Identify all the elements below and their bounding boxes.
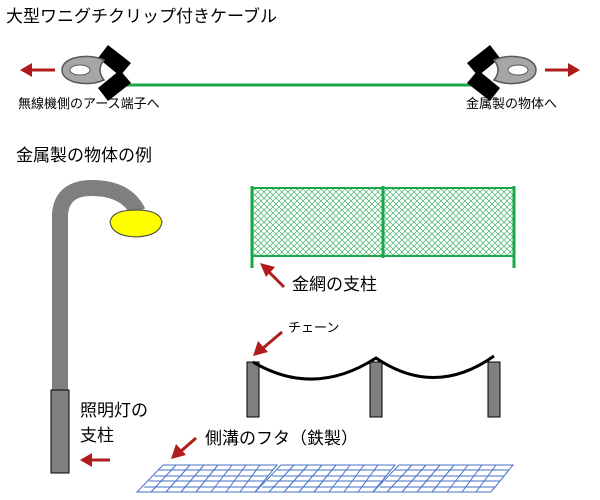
diagram-title: 大型ワニグチクリップ付きケーブル	[6, 7, 277, 27]
chain-line	[252, 354, 495, 381]
chain-post-middle	[369, 361, 383, 418]
cable-assembly	[20, 45, 580, 101]
chain-post-right	[487, 361, 501, 418]
fence-post-label: 金網の支柱	[292, 275, 377, 295]
lamp-pole-base	[50, 389, 70, 474]
lamp-label-line1: 照明灯の	[80, 401, 148, 421]
chain-post-left	[246, 361, 260, 418]
chain-barrier	[246, 330, 501, 418]
right-terminal-label: 金属製の物体へ	[466, 97, 558, 112]
lamp-label-line2: 支柱	[80, 426, 114, 446]
chain-pointer-arrow-icon	[253, 330, 283, 356]
lamp-pointer-arrow-icon	[80, 453, 110, 467]
section-title: 金属製の物体の例	[16, 146, 152, 166]
right-outward-arrow-icon	[545, 63, 580, 77]
fence-pointer-arrow-icon	[260, 263, 286, 289]
left-alligator-clip-icon	[61, 45, 131, 101]
wire-mesh-fence	[250, 186, 516, 289]
lamp-light-icon	[109, 209, 163, 238]
gutter-pointer-arrow-icon	[171, 436, 197, 459]
street-lamp	[50, 180, 163, 474]
left-outward-arrow-icon	[20, 63, 55, 77]
chain-label: チェーン	[288, 321, 340, 336]
right-alligator-clip-icon	[467, 45, 537, 101]
gutter-cover-label: 側溝のフタ（鉄製）	[205, 429, 358, 449]
gutter-cover-grating	[135, 464, 514, 493]
left-terminal-label: 無線機側のアース端子へ	[18, 97, 160, 112]
